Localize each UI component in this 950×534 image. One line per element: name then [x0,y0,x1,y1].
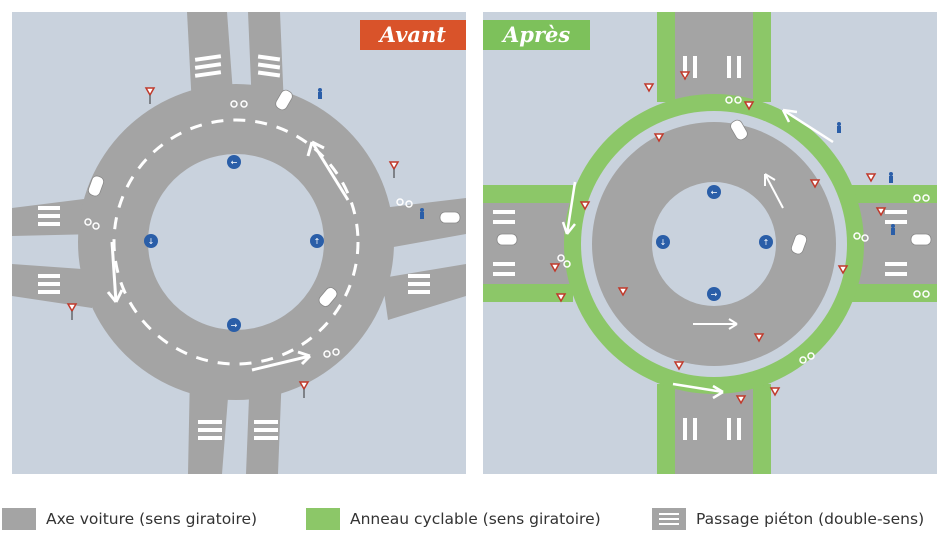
svg-text:↑: ↑ [763,238,770,247]
svg-text:←: ← [231,158,238,167]
legend-label-car-axis: Axe voiture (sens giratoire) [46,510,258,528]
before-diagram: ← ↓ ↑ → [12,12,466,474]
gray-swatch-icon [2,508,36,530]
legend: Axe voiture (sens giratoire) Anneau cycl… [0,506,950,532]
green-swatch-icon [306,508,340,530]
svg-text:→: → [231,321,238,330]
svg-text:→: → [711,290,718,299]
legend-item-cycle-ring: Anneau cyclable (sens giratoire) [306,506,601,532]
after-badge: Après [483,20,591,50]
svg-text:↑: ↑ [314,237,321,246]
svg-text:↓: ↓ [148,237,155,246]
svg-text:←: ← [711,188,718,197]
svg-text:↓: ↓ [660,238,667,247]
legend-label-crosswalk: Passage piéton (double-sens) [696,510,925,528]
crosswalk-swatch-icon [652,508,686,530]
legend-label-cycle-ring: Anneau cyclable (sens giratoire) [350,510,601,528]
legend-item-car-axis: Axe voiture (sens giratoire) [2,506,257,532]
after-roundabout-illustration: ← ↓ ↑ → [483,12,937,474]
before-badge: Avant [359,20,466,50]
legend-item-crosswalk: Passage piéton (double-sens) [652,506,924,532]
before-roundabout-illustration: ← ↓ ↑ → [12,12,466,474]
after-diagram: ← ↓ ↑ → [483,12,937,474]
